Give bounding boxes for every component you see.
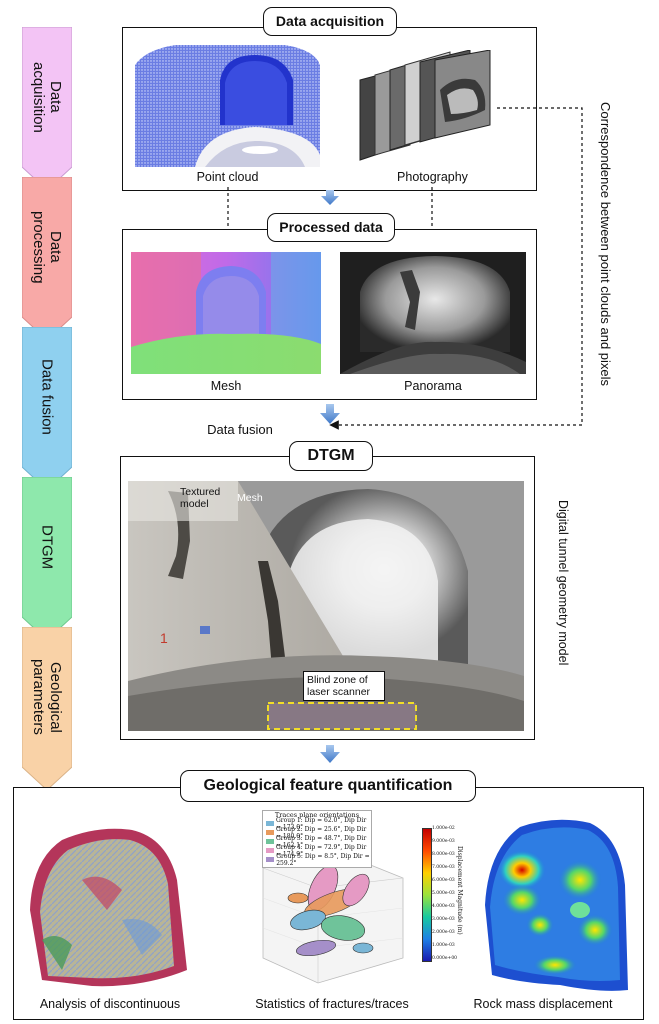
legend-text: Group 1: Dip = 62.0°, Dip Dir = 173.0° [275,816,367,831]
blind-zone-label: Blind zone of laser scanner [303,671,385,701]
mesh-image [131,252,321,374]
colorbar-ticks: 1.000e-02 9.000e-03 8.000e-03 7.000e-03 … [432,826,462,962]
photography-caption: Photography [397,170,468,184]
fusion-label: Data fusion [207,422,273,437]
colorbar-tick: 0.000e+00 [432,956,458,961]
legend-text: Group 4: Dip = 72.9°, Dip Dir = 174.9° [275,843,367,858]
discontinuity-model [22,820,202,990]
displacement-colorbar [422,828,432,962]
legend-row: Group 1: Dip = 62.0°, Dip Dir = 173.0° [263,816,371,831]
caption-displacement: Rock mass displacement [473,997,613,1011]
colorbar-tick: 3.000e-03 [432,917,455,922]
dtgm-side-label: Digital tunnel geometry model [556,500,570,666]
legend-swatch [266,857,275,862]
colorbar-tick: 1.000e-02 [432,826,455,831]
caption-discontinuous: Analysis of discontinuous [39,997,181,1011]
fracture-legend: Traces plane orientations Group 1: Dip =… [262,810,372,868]
colorbar-tick: 7.000e-03 [432,865,455,870]
legend-swatch [266,830,274,835]
colorbar-tick: 5.000e-03 [432,891,455,896]
textured-model-label: Textured model [180,486,221,510]
colorbar-tick: 4.000e-03 [432,904,455,909]
colorbar-tick: 6.000e-03 [432,878,455,883]
legend-row: Group 4: Dip = 72.9°, Dip Dir = 174.9° [263,843,371,858]
step-label: DTGM [38,524,56,570]
processed-title: Processed data [267,213,395,242]
mesh-overlay-label: Mesh [237,492,263,504]
step-label: Data fusion [38,359,56,435]
displacement-model [480,815,630,995]
legend-row: Group 3: Dip = 48.7°, Dip Dir = 162.1° [263,834,371,849]
legend-row: Group 5: Dip = 8.5°, Dip Dir = 259.2° [263,852,371,867]
step-geological-parameters: Geological parameters [22,627,72,792]
dtgm-title: DTGM [289,441,373,471]
panorama-caption: Panorama [404,379,462,393]
panorama-image [340,252,526,374]
step-data-processing: Data processing [22,177,72,342]
legend-text: Group 5: Dip = 8.5°, Dip Dir = 259.2° [276,852,370,867]
legend-swatch [266,839,274,844]
legend-text: Group 2: Dip = 25.6°, Dip Dir = 180.0° [275,825,367,840]
colorbar-tick: 2.000e-03 [432,930,455,935]
wall-mark: 1 [160,630,168,646]
legend-swatch [266,848,274,853]
acquisition-title: Data acquisition [263,7,397,36]
step-label: Data processing [30,210,64,284]
point-cloud-caption: Point cloud [196,170,259,184]
caption-fractures: Statistics of fractures/traces [255,997,409,1011]
mesh-caption: Mesh [210,379,242,393]
colorbar-tick: 9.000e-03 [432,839,455,844]
colorbar-label: Displacement Magnitude (m) [456,846,463,935]
step-label: Data acquisition [30,61,64,133]
colorbar-tick: 8.000e-03 [432,852,455,857]
photography-image [355,50,495,165]
fracture-statistics-plot [238,808,418,993]
legend-text: Group 3: Dip = 48.7°, Dip Dir = 162.1° [275,834,367,849]
legend-swatch [266,821,274,826]
colorbar-tick: 1.000e-03 [432,943,455,948]
legend-row: Group 2: Dip = 25.6°, Dip Dir = 180.0° [263,825,371,840]
legend-title: Traces plane orientations [274,811,360,819]
point-cloud-image [135,45,320,167]
step-data-acquisition: Data acquisition [22,27,72,192]
quantification-title: Geological feature quantification [180,770,476,802]
correspondence-label: Correspondence between point clouds and … [598,102,613,387]
step-label: Geological parameters [30,659,64,735]
